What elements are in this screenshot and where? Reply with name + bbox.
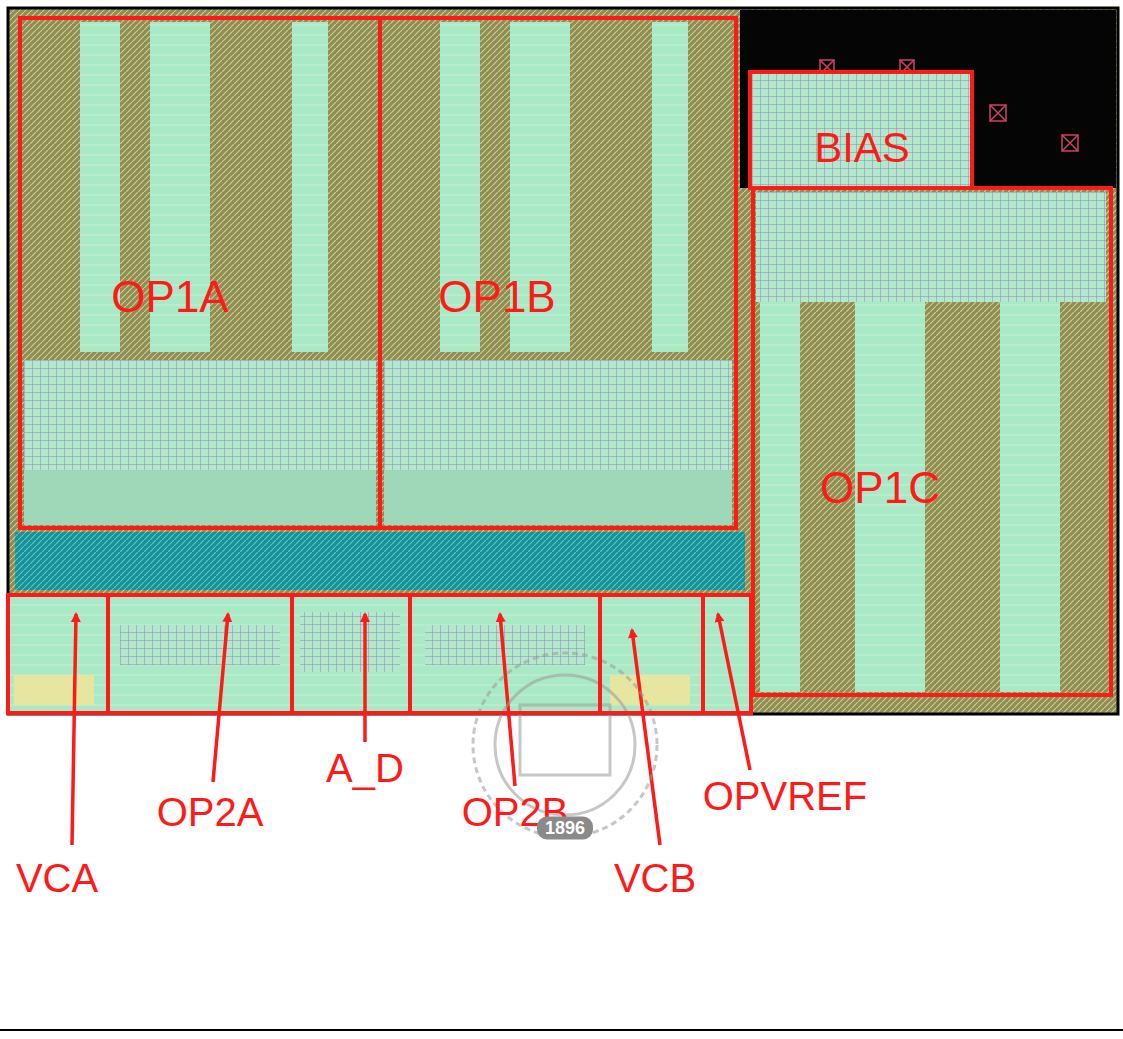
layout-block: OP1A <box>18 16 382 530</box>
layout-block: VCA <box>6 593 110 715</box>
block-label: VCB <box>614 858 696 898</box>
layout-block: BIAS <box>748 70 974 190</box>
layout-block: OPVREF <box>701 593 753 715</box>
layout-block: A_D <box>290 593 412 715</box>
watermark-text: 1896 <box>537 817 593 840</box>
layout-block: OP2B <box>408 593 602 715</box>
block-label: VCA <box>16 858 98 898</box>
layout-block: OP2A <box>106 593 294 715</box>
block-label: OPVREF <box>703 776 867 816</box>
block-label: OP1C <box>820 466 940 510</box>
layout-block: OP1C <box>751 186 1113 697</box>
block-label: OP1B <box>438 275 555 319</box>
block-label: OP2A <box>157 792 264 832</box>
block-label: OP1A <box>111 275 228 319</box>
layout-block: OP1B <box>378 16 738 530</box>
layout-block: VCB <box>598 593 705 715</box>
block-label: A_D <box>326 748 404 788</box>
block-label: BIAS <box>814 127 910 169</box>
